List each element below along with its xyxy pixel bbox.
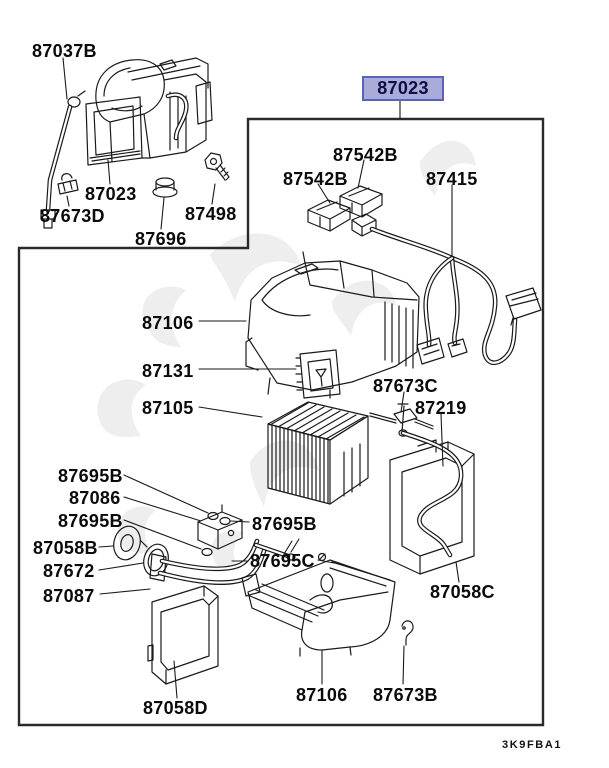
lower-case-87106-drawing [241,559,396,657]
watermark [97,140,476,571]
part-label-87086: 87086 [69,488,121,508]
part-label-87542B-2: 87542B [283,169,348,189]
part-label-87058C: 87058C [430,582,495,602]
evaporator-87105-drawing [267,401,369,505]
part-label-87105: 87105 [142,398,194,418]
highlighted-part-label[interactable]: 87023 [362,76,444,101]
harness-87415-drawing [369,226,542,365]
part-label-87023-inset: 87023 [85,184,137,204]
frame-87058d-drawing [147,585,219,685]
seal-87058b-drawing [113,525,141,561]
actuator-87131-drawing [295,349,341,399]
part-label-87087: 87087 [43,586,95,606]
valve-87086-drawing [197,504,243,557]
part-label-87106-upper: 87106 [142,313,194,333]
part-label-87673C: 87673C [373,376,438,396]
connector-87542b-drawings [307,185,383,237]
part-label-87058B: 87058B [33,538,98,558]
part-label-87695B-3: 87695B [252,514,317,534]
part-label-87219: 87219 [415,398,467,418]
fitting-87695c-drawing [317,552,327,562]
upper-case-87106-drawing [245,251,420,399]
part-label-87415: 87415 [426,169,478,189]
part-label-87672: 87672 [43,561,95,581]
drawing-code: 3K9FBA1 [502,739,563,751]
part-label-87542B-1: 87542B [333,145,398,165]
part-label-87696: 87696 [135,229,187,249]
part-label-87695C: 87695C [250,551,315,571]
part-label-87673D: 87673D [40,206,105,226]
clip-87673b-drawing [401,620,414,646]
sensor-87673c-drawing [369,403,434,433]
part-label-87058D: 87058D [143,698,208,718]
part-label-87673B: 87673B [373,685,438,705]
part-label-87498: 87498 [185,204,237,224]
part-label-87695B-2: 87695B [58,511,123,531]
inset-blower-assembly [40,57,230,230]
part-label-87106-lower: 87106 [296,685,348,705]
part-label-87695B-1: 87695B [58,466,123,486]
part-label-87131: 87131 [142,361,194,381]
main-box-outline [17,117,545,727]
pipe-87219-drawing [398,429,464,558]
part-label-87037B: 87037B [32,41,97,61]
leader-lines [98,159,460,699]
pipe-87087-drawing [149,538,296,585]
